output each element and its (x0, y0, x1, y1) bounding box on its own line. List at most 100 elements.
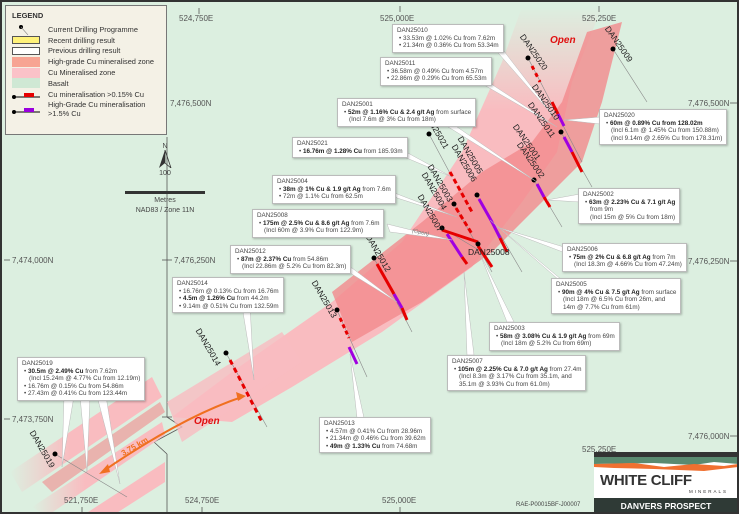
callout-intercept: • 60m @ 0.89% Cu from 128.02m (606, 119, 703, 127)
callout-intercept: • 16.76m @ 1.28% Cu from 185.93m (299, 147, 403, 155)
callout-intercept: • 9.14m @ 0.51% Cu from 132.59m (179, 302, 279, 310)
callout-intercept: 14m @ 7.7% Cu from 61m) (556, 304, 676, 312)
callout-intercept: (Incl 6.1m @ 1.45% Cu from 150.88m) (604, 127, 722, 135)
callout-hole-id: DAN25007 (452, 358, 483, 365)
intercept-text: 4.57m @ 0.41% Cu from 28.96m (329, 427, 423, 435)
grid-label: 7,476,500N (170, 99, 212, 108)
grid-label: 525,000E (382, 496, 417, 505)
intercept-text: (Incl 15.24m @ 4.77% Cu from 12.19m) (29, 375, 141, 383)
callout-intercept: • 33.53m @ 1.02% Cu from 7.62m (399, 34, 496, 42)
callout-hole-id: DAN25019 (22, 360, 53, 367)
result-callout: DAN25014• 16.76m @ 0.13% Cu from 16.76m•… (172, 277, 284, 314)
intercept-text: (Incl 18m @ 6.5% Cu from 26m, and (563, 296, 666, 304)
logo-sub: MINERALS (688, 489, 728, 494)
callout-hole-id: DAN25006 (567, 246, 598, 253)
intercept-text: 33.53m @ 1.02% Cu from 7.62m (402, 34, 496, 42)
legend-item: Cu mineralisation >0.15% Cu (12, 89, 160, 100)
result-callout: DAN25011• 36.58m @ 0.49% Cu from 4.57m• … (380, 57, 492, 86)
callout-intercept: (Incl 18.3m @ 4.66% Cu from 47.24m) (567, 261, 682, 269)
legend-label: High-Grade Cu mineralisation >1.5% Cu (48, 99, 146, 118)
grid-label: 7,476,250N (174, 256, 216, 265)
result-callout: DAN25001• 52m @ 1.16% Cu & 2.4 g/t Ag fr… (337, 98, 477, 127)
intercept-bold: 90m @ 4% Cu & 7.5 g/t Ag (561, 288, 640, 296)
distance-arrow (101, 396, 243, 473)
callout-intercept: (Incl 8.3m @ 3.17% Cu from 35.1m, and (452, 373, 581, 381)
intercept-text: (Incl 18.3m @ 4.66% Cu from 47.24m) (574, 261, 682, 269)
callout-intercept: • 90m @ 4% Cu & 7.5 g/t Ag from surface (558, 288, 677, 296)
callout-hole-id: DAN25005 (556, 281, 587, 288)
intercept-text: from 7m (650, 253, 676, 261)
result-callout: DAN25012• 87m @ 2.37% Cu from 54.86m(Inc… (230, 245, 352, 274)
intercept-bold: 75m @ 2% Cu & 6.8 g/t Ag (572, 253, 651, 261)
intercept-bold: 52m @ 1.16% Cu & 2.4 g/t Ag (347, 108, 435, 116)
mineralisation-intervals (228, 65, 584, 423)
intercept-bold: 4.5m @ 1.26% Cu (182, 295, 235, 303)
legend-swatch-swatch-icon (12, 67, 40, 78)
callout-intercept: • 21.34m @ 0.46% Cu from 39.62m (326, 435, 426, 443)
callout-intercept: (Incl 15m @ 5% Cu from 18m) (583, 214, 675, 222)
drill-hole-label[interactable]: DAN25008 (468, 247, 510, 257)
callout-intercept: • 16.76m @ 0.15% Cu from 54.86m (24, 382, 124, 390)
callout-intercept: • 22.86m @ 0.29% Cu from 65.53m (387, 75, 487, 83)
grid-label: 521,750E (64, 496, 99, 505)
result-callout: DAN25019• 30.5m @ 2.49% Cu from 7.62m(In… (17, 357, 146, 401)
north-arrow-scale: N 100 (150, 143, 180, 177)
intercept-text: (Incl 60m @ 3.9% Cu from 122.9m) (264, 227, 364, 235)
result-callout: DAN25010• 33.53m @ 1.02% Cu from 7.62m• … (392, 24, 504, 53)
intercept-text: (Incl 7.6m @ 3% Cu from 18m) (349, 116, 436, 124)
logo-name: WHITE CLIFF (600, 472, 692, 489)
legend-label: Basalt (48, 78, 69, 88)
legend-swatch-swatch-icon (12, 78, 40, 89)
callout-intercept: (Incl 9.14m @ 2.65% Cu from 178.31m) (604, 135, 722, 143)
intercept-bold: 49m @ 1.33% Cu (329, 442, 381, 450)
callout-intercept: • 63m @ 2.23% Cu & 7.1 g/t Ag (585, 198, 676, 206)
intercept-text: 16.76m @ 0.13% Cu from 16.76m (182, 287, 279, 295)
company-logo: WHITE CLIFF MINERALS DANVERS PROSPECT (594, 452, 737, 512)
callout-hole-id: DAN25012 (235, 248, 266, 255)
drill-collars (52, 46, 616, 457)
callout-hole-id: DAN25001 (342, 101, 373, 108)
grid-label: 7,476,500N (688, 99, 730, 108)
result-callout: DAN25020• 60m @ 0.89% Cu from 128.02m(In… (599, 109, 728, 146)
legend-label: Recent drilling result (48, 35, 115, 45)
grid-label: 524,750E (185, 496, 220, 505)
legend-item: Basalt (12, 78, 160, 89)
grid-label: 7,474,000N (12, 256, 54, 265)
callout-intercept: (Incl 15.24m @ 4.77% Cu from 12.19m) (22, 375, 140, 383)
legend-swatch-yellow-callout-icon (12, 36, 40, 45)
legend-item: Cu Mineralised zone (12, 67, 160, 78)
intercept-bold: 105m @ 2.25% Cu & 7.0 g/t Ag (457, 365, 548, 373)
callout-intercept: (Incl 7.6m @ 3% Cu from 18m) (342, 116, 471, 124)
result-callout: DAN25004• 38m @ 1% Cu & 1.9 g/t Ag from … (272, 175, 396, 204)
intercept-text: 35.1m @ 3.93% Cu from 61.0m) (459, 380, 550, 388)
intercept-text: from 7.6m (360, 185, 391, 193)
intercept-text: (Incl 18m @ 5.2% Cu from 69m) (501, 340, 592, 348)
intercept-bold: 63m @ 2.23% Cu & 7.1 g/t Ag (588, 198, 676, 206)
intercept-text: (Incl 22.86m @ 5.2% Cu from 82.3m) (242, 263, 347, 271)
grid-label: 525,250E (582, 445, 617, 454)
intercept-text: 16.76m @ 0.15% Cu from 54.86m (27, 382, 124, 390)
intercept-text: (Incl 15m @ 5% Cu from 18m) (590, 213, 676, 221)
callout-intercept: • 72m @ 1.1% Cu from 62.5m (279, 193, 363, 201)
intercept-text: from 7.6m (349, 219, 380, 227)
intercept-text: 14m @ 7.7% Cu from 61m) (563, 303, 640, 311)
result-callout: DAN25003• 58m @ 3.08% Cu & 1.9 g/t Ag fr… (489, 322, 620, 351)
callout-intercept: • 4.57m @ 0.41% Cu from 28.96m (326, 427, 423, 435)
callout-hole-id: DAN25011 (385, 60, 416, 67)
callout-intercept: (Incl 22.86m @ 5.2% Cu from 82.3m) (235, 263, 346, 271)
intercept-text: from 44.2m (234, 295, 269, 303)
intercept-text: from surface (639, 288, 677, 296)
legend-label: Cu mineralisation >0.15% Cu (48, 89, 144, 99)
intercept-text: from 74.68m (380, 442, 418, 450)
intercept-text: from 69m (586, 332, 615, 340)
result-callout: DAN25005• 90m @ 4% Cu & 7.5 g/t Ag from … (551, 278, 682, 315)
grid-label: 525,000E (380, 14, 415, 23)
grid-label: 524,750E (179, 14, 214, 23)
legend-title: LEGEND (12, 11, 44, 20)
intercept-text: 21.34m @ 0.46% Cu from 39.62m (329, 435, 426, 443)
callout-intercept: • 87m @ 2.37% Cu from 54.86m (237, 255, 329, 263)
legend-swatch-trace-icon (12, 105, 40, 114)
legend-swatch-trace-icon (12, 90, 40, 100)
